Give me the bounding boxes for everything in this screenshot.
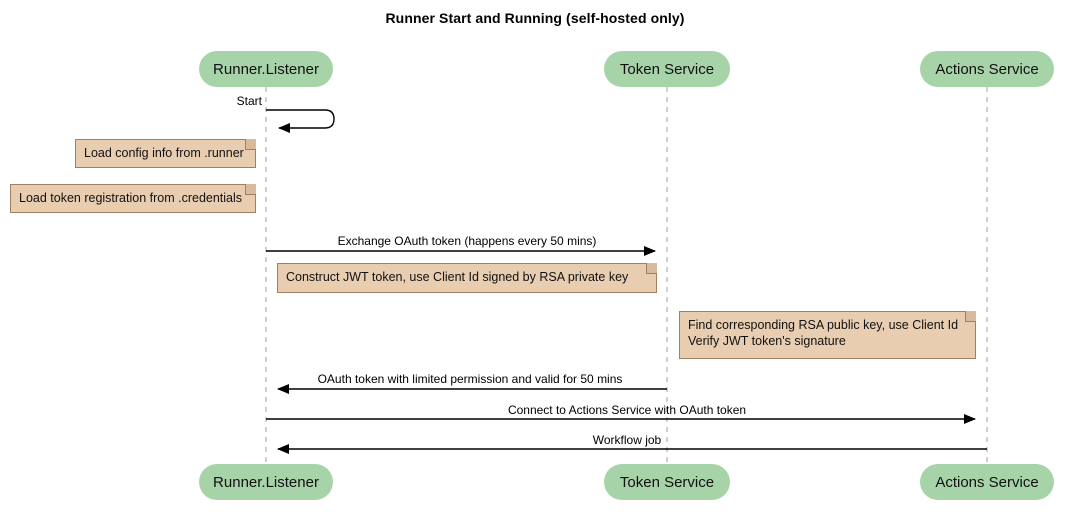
message-label-m3: OAuth token with limited permission and …: [317, 372, 623, 386]
note-n4: Find corresponding RSA public key, use C…: [679, 311, 976, 359]
note-fold-corner-icon: [646, 263, 657, 274]
participant-label: Actions Service: [935, 473, 1039, 491]
note-n1: Load config info from .runner: [75, 139, 256, 168]
participant-label: Actions Service: [935, 60, 1039, 78]
participant-top-token[interactable]: Token Service: [604, 51, 730, 87]
note-text: Load config info from .runner: [84, 146, 244, 160]
participant-top-actions[interactable]: Actions Service: [920, 51, 1054, 87]
message-arrow-m1: [266, 109, 335, 133]
lifelines-group: [265, 87, 988, 464]
note-text: Find corresponding RSA public key, use C…: [688, 318, 959, 348]
participant-bottom-token[interactable]: Token Service: [604, 464, 730, 500]
participant-bottom-actions[interactable]: Actions Service: [920, 464, 1054, 500]
message-label-m1: Start: [236, 94, 262, 108]
participant-bottom-runner[interactable]: Runner.Listener: [199, 464, 333, 500]
participant-top-runner[interactable]: Runner.Listener: [199, 51, 333, 87]
participant-label: Runner.Listener: [213, 60, 319, 78]
participant-label: Token Service: [619, 60, 715, 78]
message-label-m5: Workflow job: [592, 433, 662, 447]
note-n2: Load token registration from .credential…: [10, 184, 256, 213]
note-text: Construct JWT token, use Client Id signe…: [286, 270, 629, 284]
page-title: Runner Start and Running (self-hosted on…: [385, 10, 685, 26]
note-n3: Construct JWT token, use Client Id signe…: [277, 263, 657, 293]
message-label-m2: Exchange OAuth token (happens every 50 m…: [337, 234, 597, 248]
note-fold-corner-icon: [245, 139, 256, 150]
note-fold-corner-icon: [965, 311, 976, 322]
message-arrows-group: [266, 109, 987, 454]
participant-label: Runner.Listener: [213, 473, 319, 491]
message-label-m4: Connect to Actions Service with OAuth to…: [507, 403, 747, 417]
note-fold-corner-icon: [245, 184, 256, 195]
participant-label: Token Service: [619, 473, 715, 491]
note-text: Load token registration from .credential…: [19, 191, 243, 205]
